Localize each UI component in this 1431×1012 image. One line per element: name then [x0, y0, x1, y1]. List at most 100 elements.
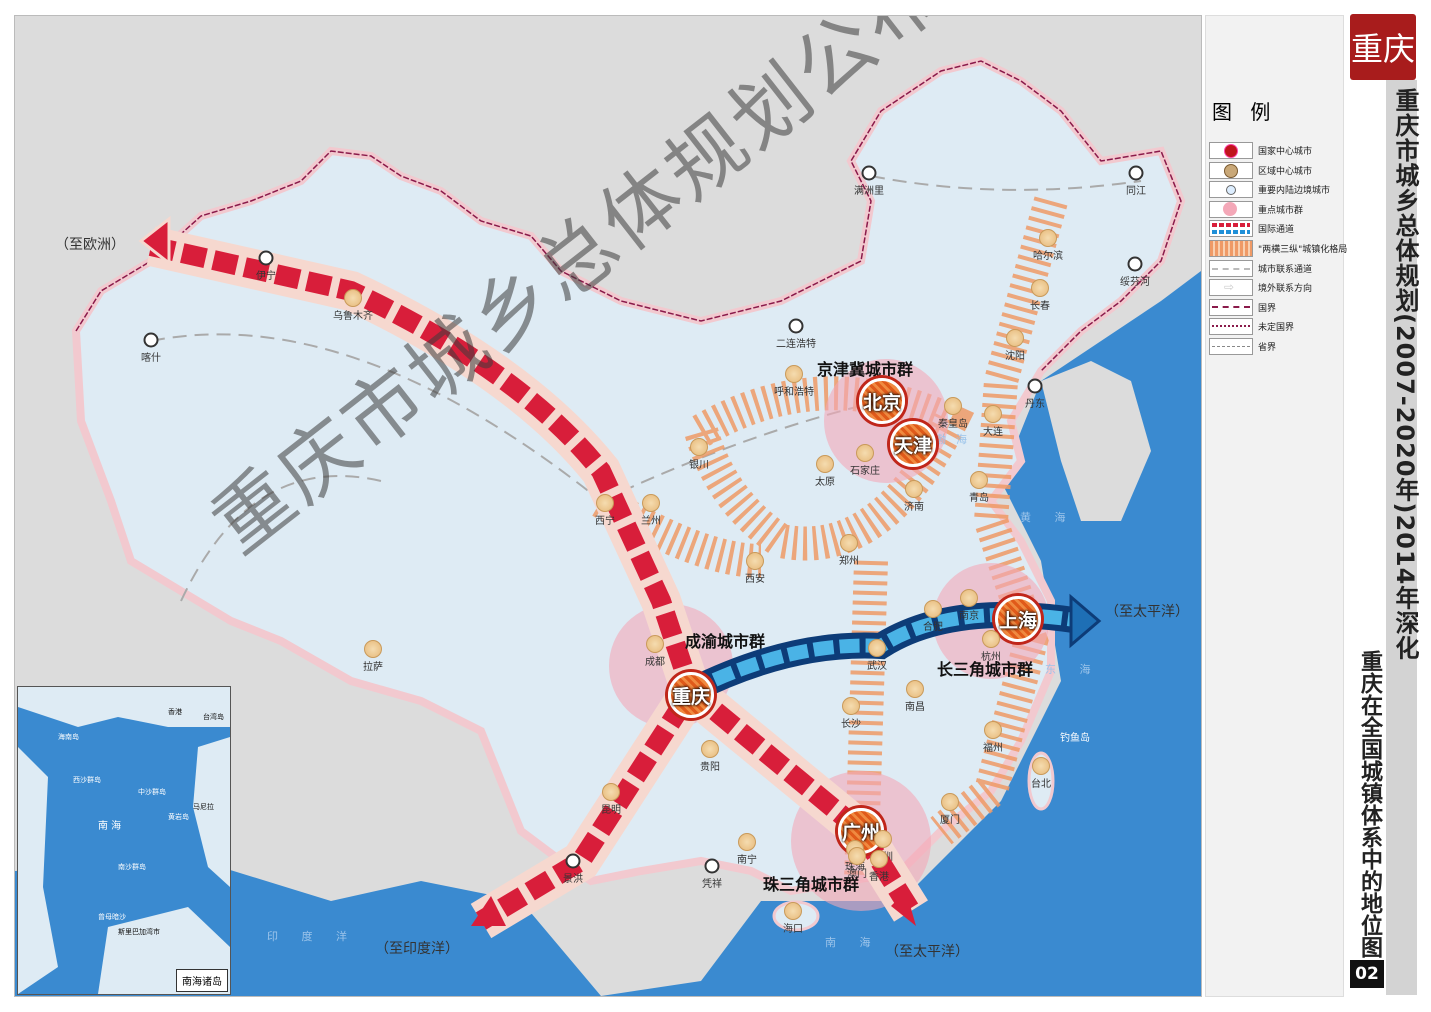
- legend-item-label: 区域中心城市: [1258, 166, 1313, 177]
- inset-label: 斯里巴加湾市: [118, 928, 160, 936]
- legend-item: 区域中心城市: [1209, 161, 1313, 179]
- city-label: 太原: [815, 477, 835, 488]
- legend-item: 重点城市群: [1209, 200, 1303, 218]
- cluster-label: 珠三角城市群: [763, 875, 860, 894]
- city-label: 昆明: [601, 805, 621, 816]
- city-label: 西安: [745, 574, 765, 585]
- national-center-city-marker: 北京: [859, 378, 905, 424]
- city-label: 呼和浩特: [774, 387, 814, 398]
- city-label: 银川: [689, 460, 709, 471]
- legend: 图 例 国家中心城市区域中心城市重要内陆边境城市重点城市群国际通道"两横三纵"城…: [1205, 15, 1347, 997]
- regional-center-city-marker: [646, 635, 664, 653]
- regional-center-city-marker: [1032, 757, 1050, 775]
- regional-center-city-marker: [970, 471, 988, 489]
- city-label: 沈阳: [1005, 351, 1025, 362]
- city-label: 长春: [1030, 301, 1050, 312]
- city-label: 珠海: [845, 862, 865, 873]
- regional-center-city-marker: [785, 365, 803, 383]
- border-city-marker: [258, 250, 274, 266]
- title-strip: [1386, 80, 1417, 995]
- main-title: 重庆市城乡总体规划(2007-2020年)2014年深化: [1391, 88, 1419, 661]
- border-city-marker: [143, 332, 159, 348]
- regional-center-city-marker: [874, 830, 892, 848]
- regional-center-city-marker: [746, 552, 764, 570]
- legend-item: 国界: [1209, 298, 1277, 316]
- national-center-city-marker: 重庆: [668, 672, 714, 718]
- legend-item: 城市联系通道: [1209, 259, 1313, 277]
- inset-label: 中沙群岛: [138, 788, 166, 796]
- legend-item: ⇨境外联系方向: [1209, 279, 1313, 297]
- city-link-icon: [1209, 259, 1253, 277]
- city-label: 兰州: [641, 516, 661, 527]
- map-subtitle: 重庆在全国城镇体系中的地位图: [1357, 650, 1382, 958]
- legend-item-label: 境外联系方向: [1258, 284, 1313, 295]
- inset-label: 台湾岛: [203, 713, 224, 721]
- border-city-marker: [1127, 256, 1143, 272]
- urbanization-pattern-icon: [1209, 240, 1253, 257]
- regional-center-city-marker: [906, 680, 924, 698]
- page-number: 02: [1350, 960, 1384, 988]
- provincial-border-icon: [1209, 338, 1253, 355]
- city-label: 郑州: [839, 556, 859, 567]
- city-label: 济南: [904, 502, 924, 513]
- legend-item-label: 国家中心城市: [1258, 147, 1313, 157]
- regional-center-city-marker: [840, 534, 858, 552]
- direction-label: （至欧洲）: [55, 237, 125, 253]
- national-center-city-icon: [1209, 142, 1253, 159]
- national-border: [75, 60, 1182, 372]
- city-label: 满洲里: [854, 186, 884, 197]
- regional-center-city-marker: [856, 444, 874, 462]
- cluster-label: 成渝城市群: [685, 632, 766, 651]
- city-label: 丹东: [1025, 399, 1045, 410]
- city-label: 南京: [959, 611, 979, 622]
- legend-item-label: 城市联系通道: [1258, 264, 1313, 275]
- city-label: 凭祥: [702, 879, 722, 890]
- inset-title: 南海诸岛: [176, 969, 228, 992]
- direction-label: （至太平洋）: [1105, 604, 1189, 620]
- city-label: 海口: [783, 924, 803, 935]
- legend-item-label: 国界: [1258, 303, 1277, 314]
- city-label: 南昌: [905, 702, 925, 713]
- regional-center-city-marker: [596, 494, 614, 512]
- regional-center-city-marker: [816, 455, 834, 473]
- regional-center-city-marker: [701, 740, 719, 758]
- inset-label: 海南岛: [58, 733, 79, 741]
- regional-center-city-marker: [1006, 329, 1024, 347]
- city-label: 同江: [1126, 186, 1146, 197]
- city-label: 香港: [869, 872, 889, 883]
- regional-center-city-marker: [738, 833, 756, 851]
- sea-label: 印 度 洋: [267, 930, 357, 943]
- regional-center-city-marker: [982, 630, 1000, 648]
- regional-center-city-marker: [960, 589, 978, 607]
- regional-center-city-marker: [870, 850, 888, 868]
- inset-label: 香港: [168, 708, 182, 716]
- city-cluster-icon: [1209, 200, 1253, 218]
- border-city-marker: [565, 853, 581, 869]
- border-city-marker: [861, 165, 877, 181]
- regional-center-city-marker: [924, 600, 942, 618]
- regional-center-city-marker: [848, 847, 866, 865]
- direction-label: （至印度洋）: [375, 941, 459, 957]
- border-city-marker: [1128, 165, 1144, 181]
- city-label: 成都: [645, 657, 665, 668]
- city-label: 南宁: [737, 855, 757, 866]
- regional-center-city-marker: [642, 494, 660, 512]
- national-border-icon: [1209, 298, 1253, 316]
- border-city-marker: [704, 858, 720, 874]
- national-center-city-marker: 天津: [890, 421, 936, 467]
- regional-center-city-marker: [1031, 279, 1049, 297]
- inset-label: 南沙群岛: [118, 863, 146, 871]
- city-label: 乌鲁木齐: [333, 311, 373, 322]
- inset-land: [18, 687, 230, 994]
- border-city-icon: [1209, 181, 1253, 199]
- regional-center-city-marker: [944, 397, 962, 415]
- legend-item-label: 国际通道: [1258, 225, 1295, 236]
- sea-label: 渤海: [935, 433, 977, 446]
- cluster-label: 京津冀城市群: [817, 360, 914, 379]
- direction-label: （至太平洋）: [885, 944, 969, 960]
- legend-item: 重要内陆边境城市: [1209, 181, 1330, 199]
- city-label: 景洪: [563, 874, 583, 885]
- legend-item-label: 未定国界: [1258, 323, 1295, 334]
- border-city-marker: [1027, 378, 1043, 394]
- city-label: 青岛: [969, 493, 989, 504]
